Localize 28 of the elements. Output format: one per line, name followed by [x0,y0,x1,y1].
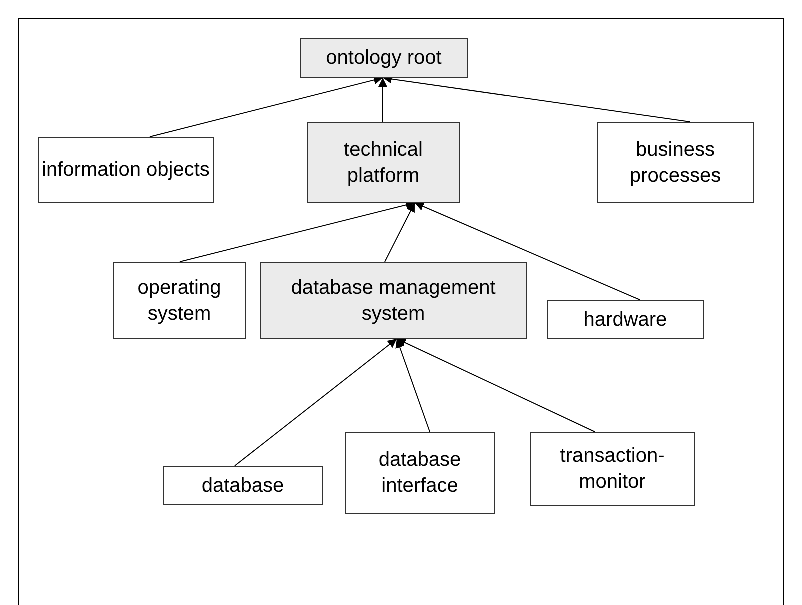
box-label: business processes [628,138,722,188]
box-label: transaction-monitor [559,444,666,495]
highlighted-box [307,122,460,203]
box-label: database interface [378,448,462,499]
box-label: information objects [42,158,210,183]
concept-box [38,137,214,203]
arrow [150,76,384,138]
concept-box [597,122,754,203]
arrow [234,338,398,466]
concept-box [345,432,495,514]
arrow [384,202,416,262]
box-label: hardware [584,308,668,332]
arrow [180,200,416,262]
concept-box [530,432,695,506]
arrow [414,202,640,300]
concept-box [113,262,246,339]
box-label: ontology root [326,46,442,71]
arrow [396,338,430,432]
box-label: operating system [136,276,222,326]
arrow [378,78,388,122]
highlighted-box [260,262,527,339]
box-label: database [202,474,284,498]
highlighted-box [300,38,468,78]
arrow [396,338,596,432]
concept-box [547,300,704,339]
box-label: technical platform [343,138,424,188]
box-label: database management system [290,276,497,326]
concept-box [163,466,323,505]
